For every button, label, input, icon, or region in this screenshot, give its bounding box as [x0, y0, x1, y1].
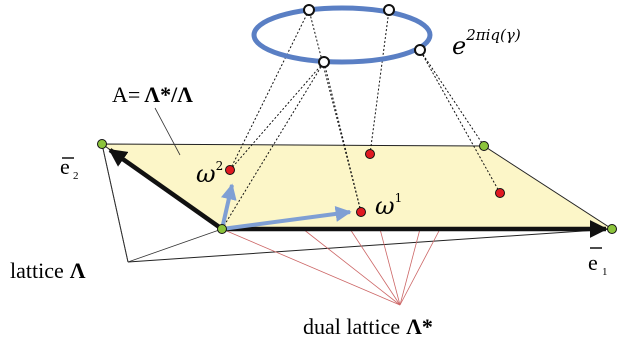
- dual-point-omega1: [356, 207, 366, 217]
- svg-text:1: 1: [602, 266, 608, 278]
- lattice-pointer-line: [101, 143, 129, 263]
- fundamental-domain-plane: [100, 143, 614, 230]
- projection-lines: [221, 9, 501, 230]
- dual-point: [495, 188, 505, 198]
- lattice-pointer-line: [127, 228, 223, 263]
- omega2-label: ω2: [196, 159, 223, 188]
- svg-text:2: 2: [73, 170, 79, 182]
- lattice-point: [217, 224, 227, 234]
- exponential-label: e2πiq(γ): [452, 26, 521, 60]
- svg-text:e: e: [588, 250, 598, 275]
- lattice-point: [607, 224, 617, 234]
- dual-points: [225, 149, 505, 217]
- dual-point: [365, 149, 375, 159]
- circle-points: [303, 4, 426, 68]
- dual-vector-omega1: [221, 205, 352, 231]
- quotient-label: A=Λ*/Λ: [112, 82, 193, 107]
- cell-edge: [127, 228, 613, 263]
- lattice-point: [97, 139, 107, 149]
- dual-pointer-lines: [221, 228, 441, 306]
- e2-label: e 2: [60, 154, 79, 182]
- omega1-label: ω1: [375, 191, 402, 220]
- dual-vector-omega2: [220, 183, 237, 230]
- lattice-points: [97, 139, 617, 234]
- dual-point-omega2: [225, 165, 235, 175]
- quotient-pointer-line: [154, 107, 181, 156]
- svg-text:e: e: [60, 154, 70, 179]
- unit-circle: [251, 5, 433, 65]
- basis-vector-e2: [108, 148, 224, 231]
- lattice-point: [479, 141, 489, 151]
- e1-label: e 1: [588, 247, 608, 278]
